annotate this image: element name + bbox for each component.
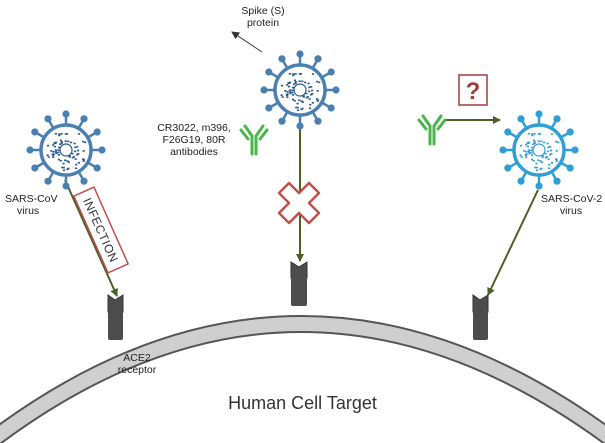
ace2-receptor-center: [290, 261, 308, 279]
cell-membrane-fill: [0, 317, 605, 443]
sarscov-virus-label: SARS-CoV virus: [5, 193, 58, 217]
sarscov2-virus-label: SARS-CoV-2 virus: [541, 193, 603, 217]
sarscov2-infection-arrow: [487, 189, 539, 296]
infection-box: [72, 186, 130, 274]
question-box: [458, 74, 488, 106]
ace2-receptor-left: [107, 294, 124, 313]
sarscov2-virus: [499, 110, 579, 190]
antibody-icon-right: [417, 114, 447, 146]
antibody-icon-center: [239, 124, 269, 156]
ace2-receptor-right: [472, 294, 489, 313]
ace2-receptor-label: ACE2 receptor: [117, 352, 157, 376]
spike-protein-label: Spike (S) protein: [241, 5, 285, 29]
question-mark-icon: ?: [466, 78, 481, 105]
infection-arrow: [64, 179, 118, 297]
block-cross-icon: [277, 181, 321, 225]
spike-virus-center: [260, 50, 340, 130]
sarscov-virus: [26, 110, 106, 190]
cell-target-title: Human Cell Target: [228, 393, 377, 413]
spike-pointer-arrow: [231, 31, 263, 53]
antibodies-label: CR3022, m396, F26G19, 80R antibodies: [157, 122, 231, 158]
